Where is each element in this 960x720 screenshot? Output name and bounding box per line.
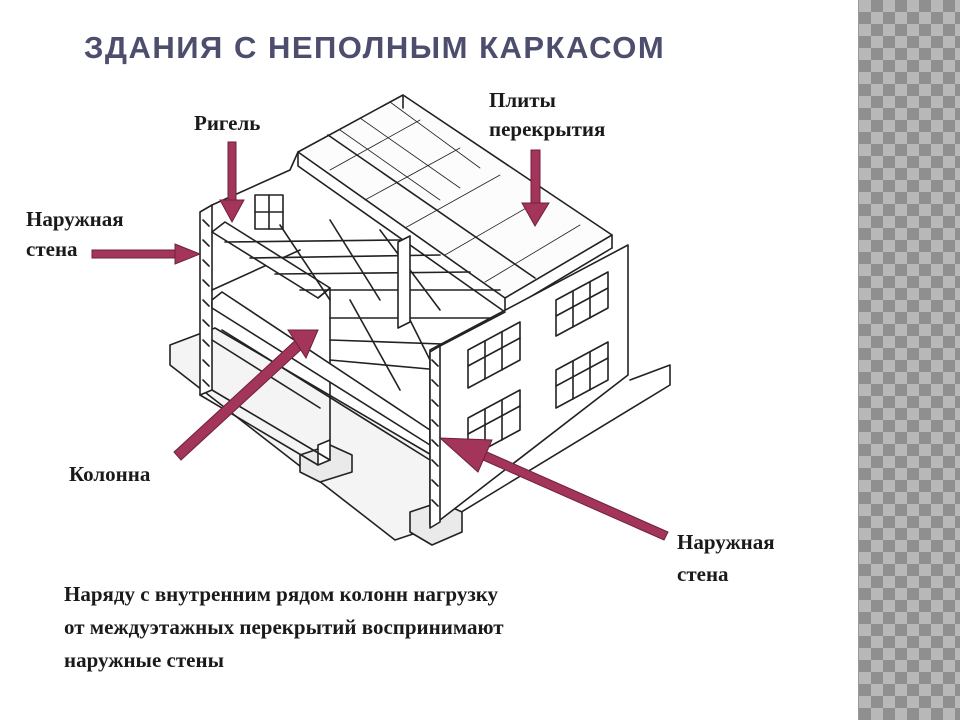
arrow-column	[173, 329, 319, 461]
caption: Наряду с внутренним рядом колонн нагрузк…	[64, 578, 644, 677]
arrow-outer-wall-left	[91, 243, 202, 265]
arrow-outer-wall-right	[438, 437, 669, 541]
label-outer-wall-left-line2: стена	[26, 237, 78, 261]
label-column: Колонна	[69, 462, 151, 486]
label-outer-wall-right-line1: Наружная	[677, 530, 775, 554]
caption-line-3: наружные стены	[64, 648, 224, 672]
wall-windows	[467, 271, 609, 459]
roof-slab	[297, 94, 613, 313]
label-outer-wall-right-line2: стена	[677, 562, 729, 586]
label-slabs-line1: Плиты	[489, 88, 556, 112]
label-rigel: Ригель	[194, 111, 261, 135]
label-outer-wall-left-line1: Наружная	[26, 207, 124, 231]
caption-line-1: Наряду с внутренним рядом колонн нагрузк…	[64, 582, 499, 606]
right-outer-wall	[429, 244, 629, 529]
arrow-slabs	[521, 149, 550, 227]
ground-plinth	[169, 327, 671, 546]
arrow-rigel	[219, 141, 245, 224]
caption-line-2: от междуэтажных перекрытий воспринимают	[64, 615, 504, 639]
frame-beams	[199, 219, 501, 466]
left-outer-wall	[199, 151, 301, 396]
page-title: ЗДАНИЯ С НЕПОЛНЫМ КАРКАСОМ	[84, 30, 666, 65]
annotation-arrows	[91, 141, 669, 541]
label-slabs-line2: перекрытия	[489, 117, 606, 141]
decorative-pattern-strip	[858, 0, 960, 720]
